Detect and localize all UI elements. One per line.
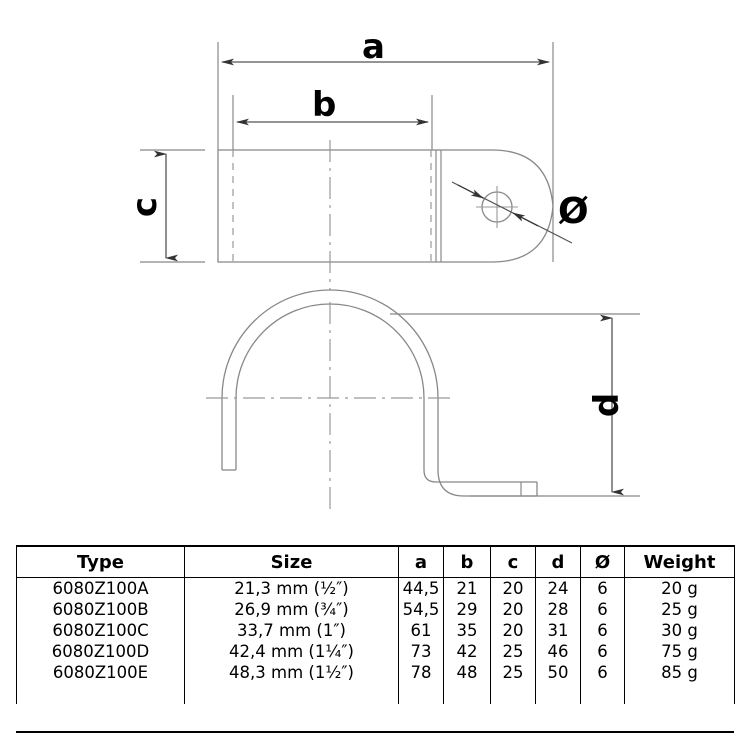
spacer-cell [184,683,399,704]
cell-c: 20 [490,577,536,599]
dim-label-a: a [362,27,385,67]
column-header-diameter: Ø [580,545,625,578]
cell-a: 78 [398,662,444,683]
cell-type: 6080Z100D [16,641,185,662]
cell-b: 35 [443,620,491,641]
technical-drawing: a b c Ø d [125,27,640,515]
table-spacer-row [16,683,735,704]
cell-d: 50 [535,662,581,683]
cell-b: 29 [443,599,491,620]
cell-c: 20 [490,599,536,620]
cell-c: 25 [490,662,536,683]
cell-type: 6080Z100A [16,577,185,599]
cell-diameter: 6 [580,577,625,599]
top-view-body-outline [217,149,554,263]
cell-b: 42 [443,641,491,662]
cell-d: 46 [535,641,581,662]
cell-a: 61 [398,620,444,641]
table-row: 6080Z100A 21,3 mm (½″) 44,5 21 20 24 6 2… [16,577,735,599]
table-bottom-rule [16,731,734,733]
cell-b: 48 [443,662,491,683]
dim-label-b: b [312,85,337,125]
cell-a: 73 [398,641,444,662]
cell-weight: 75 g [624,641,735,662]
clamp-outer-profile [221,289,537,497]
table-header-row: Type Size a b c d Ø Weight [16,545,735,578]
specifications-table: Type Size a b c d Ø Weight 6080Z100A 21,… [16,545,735,704]
column-header-a: a [398,545,444,578]
cell-weight: 30 g [624,620,735,641]
cell-size: 42,4 mm (1¼″) [184,641,399,662]
cell-a: 44,5 [398,577,444,599]
table-row: 6080Z100B 26,9 mm (¾″) 54,5 29 20 28 6 2… [16,599,735,620]
spacer-cell [535,683,581,704]
spacer-cell [490,683,536,704]
clamp-inner-profile [235,303,537,483]
dim-label-d: d [587,392,627,418]
table-header: Type Size a b c d Ø Weight [16,545,735,578]
spacer-cell [443,683,491,704]
dim-label-diameter: Ø [558,191,589,232]
cell-size: 33,7 mm (1″) [184,620,399,641]
spacer-cell [398,683,444,704]
column-header-type: Type [16,545,185,578]
cell-diameter: 6 [580,620,625,641]
spacer-cell [580,683,625,704]
dim-arrow-diameter-2 [512,212,539,227]
column-header-b: b [443,545,491,578]
cell-b: 21 [443,577,491,599]
column-header-d: d [535,545,581,578]
cell-d: 24 [535,577,581,599]
cell-d: 28 [535,599,581,620]
cell-type: 6080Z100C [16,620,185,641]
specifications-table-container: Type Size a b c d Ø Weight 6080Z100A 21,… [16,545,735,704]
cell-size: 26,9 mm (¾″) [184,599,399,620]
column-header-weight: Weight [624,545,735,578]
cell-type: 6080Z100B [16,599,185,620]
table-row: 6080Z100C 33,7 mm (1″) 61 35 20 31 6 30 … [16,620,735,641]
cell-type: 6080Z100E [16,662,185,683]
cell-diameter: 6 [580,641,625,662]
cell-c: 25 [490,641,536,662]
top-view-group [140,42,573,290]
cell-d: 31 [535,620,581,641]
cell-weight: 85 g [624,662,735,683]
drawing-svg [140,42,640,515]
table-row: 6080Z100D 42,4 mm (1¼″) 73 42 25 46 6 75… [16,641,735,662]
cell-a: 54,5 [398,599,444,620]
column-header-size: Size [184,545,399,578]
dim-label-c: c [125,196,165,218]
cell-weight: 20 g [624,577,735,599]
cell-weight: 25 g [624,599,735,620]
dim-arrow-diameter-1 [457,184,484,199]
cell-c: 20 [490,620,536,641]
cell-diameter: 6 [580,662,625,683]
cell-size: 48,3 mm (1½″) [184,662,399,683]
table-row: 6080Z100E 48,3 mm (1½″) 78 48 25 50 6 85… [16,662,735,683]
cell-diameter: 6 [580,599,625,620]
side-view-group [206,289,640,515]
cell-size: 21,3 mm (½″) [184,577,399,599]
spacer-cell [16,683,185,704]
column-header-c: c [490,545,536,578]
table-body: 6080Z100A 21,3 mm (½″) 44,5 21 20 24 6 2… [16,577,735,704]
spacer-cell [624,683,735,704]
